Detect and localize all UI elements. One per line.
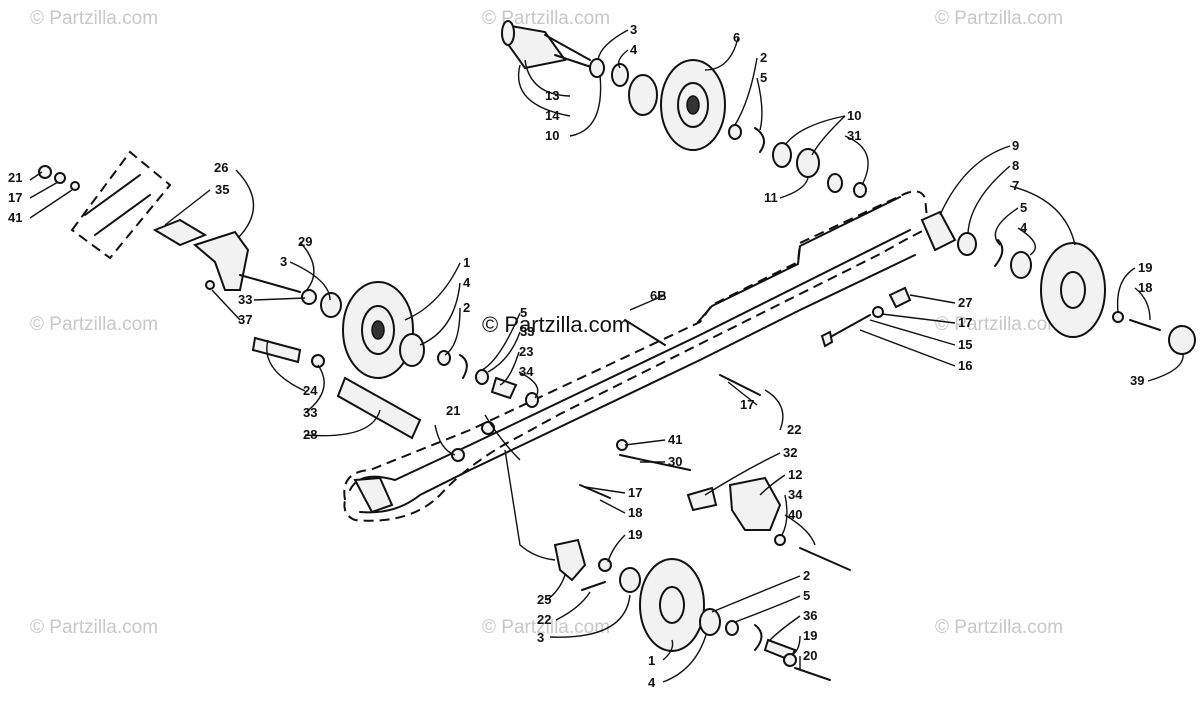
callout-label: 3 — [537, 630, 544, 645]
callout-label: 34 — [788, 487, 803, 502]
callout-label: 2 — [760, 50, 767, 65]
callout-label: 2 — [463, 300, 470, 315]
callout-label: 4 — [630, 42, 638, 57]
callout-label: 34 — [519, 364, 534, 379]
watermark: © Partzilla.com — [482, 8, 610, 29]
callout-label: 28 — [303, 427, 317, 442]
leader-lines — [29, 29, 1184, 683]
watermark: © Partzilla.com — [30, 314, 158, 335]
copyright-notice: © Partzilla.com — [482, 312, 630, 337]
watermark: © Partzilla.com — [482, 617, 610, 638]
callout-label: 22 — [537, 612, 551, 627]
callout-label: 10 — [545, 128, 559, 143]
callout-label: 41 — [8, 210, 22, 225]
callout-label: 23 — [519, 344, 533, 359]
adjuster-bolt — [624, 286, 912, 348]
callout-label: 36 — [803, 608, 817, 623]
callout-label: 14 — [545, 108, 560, 123]
callout-label: 4 — [463, 275, 471, 290]
watermark: © Partzilla.com — [30, 617, 158, 638]
callout-label: 17 — [8, 190, 22, 205]
callout-label: 33 — [303, 405, 317, 420]
watermark: © Partzilla.com — [30, 8, 158, 29]
callout-label: 4 — [648, 675, 656, 690]
callout-label: 1 — [648, 653, 655, 668]
watermark: © Partzilla.com — [935, 8, 1063, 29]
callout-label: 12 — [788, 467, 802, 482]
front-idler-wheel-assembly — [920, 210, 1196, 355]
callout-label: 11 — [764, 190, 778, 205]
callout-label: 9 — [1012, 138, 1019, 153]
callout-label: 19 — [628, 527, 642, 542]
callout-label: 26 — [214, 160, 228, 175]
callout-label: 5 — [760, 70, 767, 85]
callout-label: 22 — [787, 422, 801, 437]
callout-label: 10 — [847, 108, 861, 123]
callout-label: 6 — [733, 30, 740, 45]
callout-label: 33 — [520, 324, 534, 339]
callout-label: 21 — [446, 403, 460, 418]
callout-label: 17 — [628, 485, 642, 500]
mount-bracket — [451, 374, 851, 571]
callout-label: 41 — [668, 432, 682, 447]
callout-label: 4 — [1020, 220, 1028, 235]
callout-label: 16 — [958, 358, 972, 373]
callout-label: 19 — [1138, 260, 1152, 275]
callout-label: 13 — [545, 88, 559, 103]
callout-label: 18 — [1138, 280, 1152, 295]
watermark: © Partzilla.com — [935, 314, 1063, 335]
cross-shafts — [251, 336, 422, 440]
callout-label: 17 — [740, 397, 754, 412]
callout-label: 5 — [803, 588, 810, 603]
callout-label: 17 — [958, 315, 972, 330]
callout-label: 8 — [1012, 158, 1019, 173]
rear-pivot-arm — [38, 165, 301, 293]
callout-label: 35 — [215, 182, 229, 197]
callout-label: 7 — [1012, 178, 1019, 193]
callout-label: 40 — [788, 507, 802, 522]
callout-label: 21 — [8, 170, 22, 185]
callout-label: 32 — [783, 445, 797, 460]
callout-label: 24 — [303, 383, 318, 398]
callout-label: 37 — [238, 312, 252, 327]
callout-label: 15 — [958, 337, 972, 352]
callout-label: 1 — [463, 255, 470, 270]
callout-label: 20 — [803, 648, 817, 663]
callout-label: 19 — [803, 628, 817, 643]
callout-label: 6B — [650, 288, 667, 303]
watermarks: © Partzilla.com © Partzilla.com © Partzi… — [30, 8, 1063, 638]
callout-label: 5 — [520, 305, 527, 320]
lower-idler-wheel-assembly — [553, 538, 831, 681]
callout-label: 3 — [280, 254, 287, 269]
rail-rear-section — [70, 150, 172, 260]
callout-label: 33 — [238, 292, 252, 307]
suspension-rail — [343, 190, 930, 522]
callout-label: 2 — [803, 568, 810, 583]
left-idler-wheel-assembly — [301, 281, 539, 408]
callout-label: 29 — [298, 234, 312, 249]
callout-label: 30 — [668, 454, 682, 469]
callout-label: 25 — [537, 592, 551, 607]
callout-label: 3 — [630, 22, 637, 37]
callout-label: 31 — [847, 128, 861, 143]
upper-idler-wheel-assembly — [501, 20, 867, 198]
callout-label: 39 — [1130, 373, 1144, 388]
callout-label: 5 — [1020, 200, 1027, 215]
watermark: © Partzilla.com — [935, 617, 1063, 638]
callout-labels: 21 17 41 26 35 29 3 33 37 24 33 28 1 4 2… — [8, 22, 1152, 690]
callout-label: 18 — [628, 505, 642, 520]
callout-label: 27 — [958, 295, 972, 310]
